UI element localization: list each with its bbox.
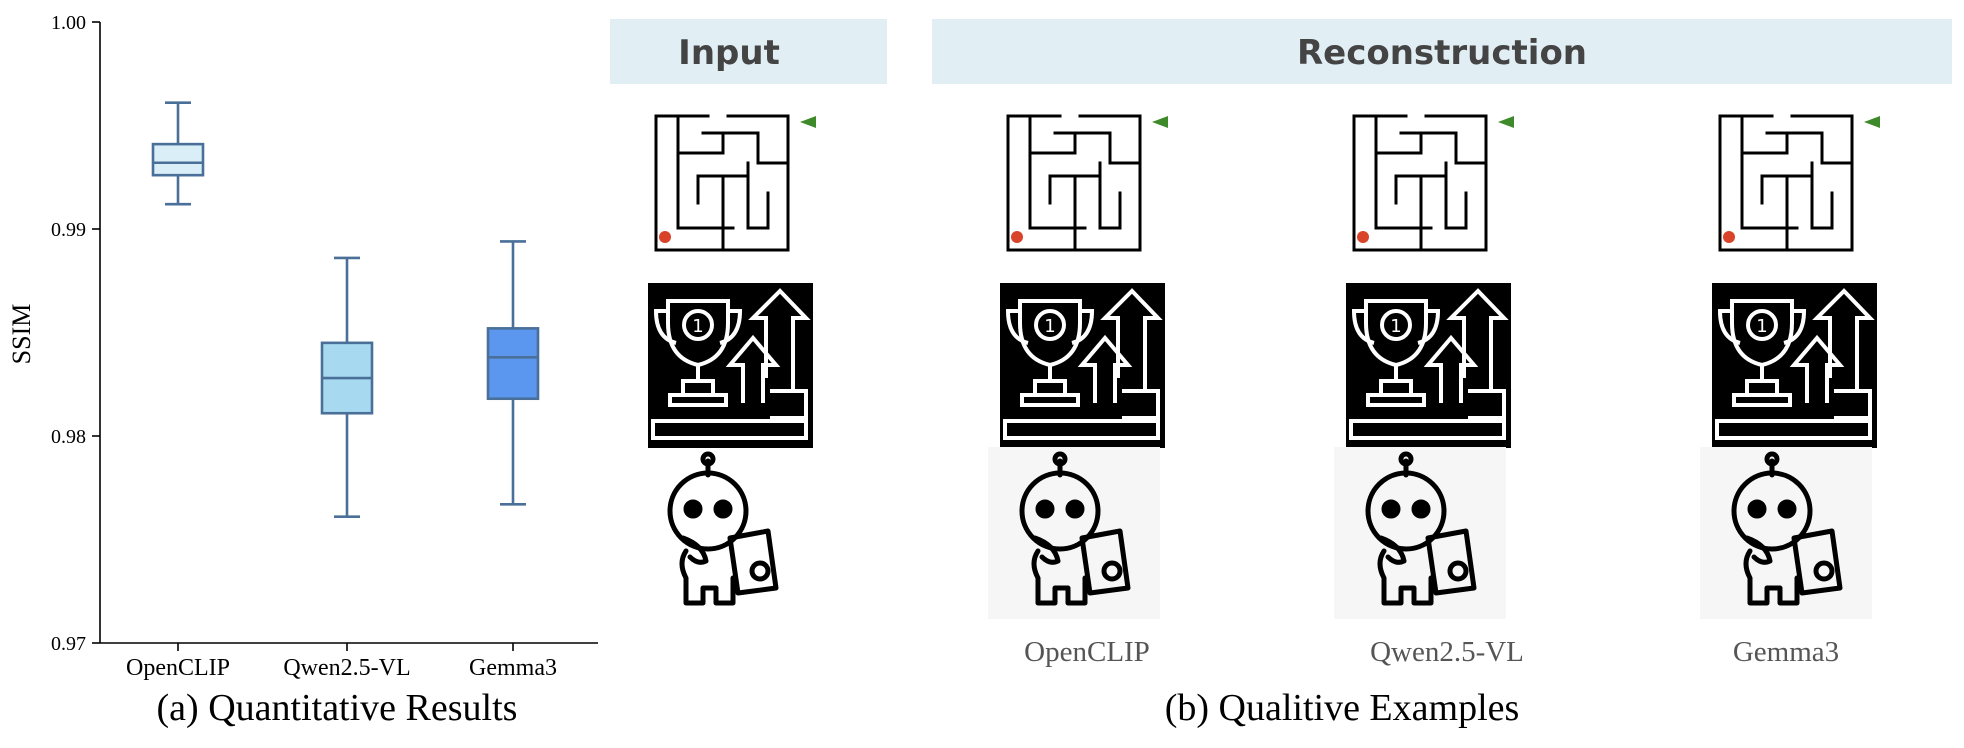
recon-bg [988, 447, 1160, 619]
y-tick-label: 0.99 [51, 219, 86, 241]
input-header: Input [678, 33, 780, 73]
y-tick-label: 0.98 [51, 426, 86, 448]
input-robot-image [670, 454, 776, 603]
box-qwen2-5-vl [320, 256, 374, 519]
column-label: Gemma3 [1733, 636, 1839, 668]
y-axis-label: SSIM [7, 304, 36, 365]
openclip-trophy-image [998, 281, 1167, 450]
openclip-robot-image [988, 447, 1160, 619]
gemma3-maze-image [1718, 114, 1882, 252]
x-tick-label: OpenCLIP [126, 655, 230, 681]
y-tick-label: 1.00 [51, 12, 86, 34]
openclip-maze-image [1006, 114, 1170, 252]
maze-icon [1006, 114, 1170, 252]
x-tick-labels: OpenCLIP Qwen2.5-VL Gemma3 [126, 643, 557, 681]
box-iqr [151, 142, 205, 177]
gemma3-trophy-image [1710, 281, 1879, 450]
box-plot-panel: 1.00 0.99 0.98 0.97 SSIM OpenCLIP Qwen2.5-VL… [7, 12, 598, 729]
column-label: OpenCLIP [1024, 636, 1150, 668]
qwen2-5-vl-robot-image [1334, 447, 1506, 619]
image-grid [646, 114, 1882, 619]
y-ticks: 1.00 0.99 0.98 0.97 [51, 12, 100, 655]
qualitative-panel: Input Reconstruction [610, 19, 1952, 729]
box-iqr [486, 327, 540, 401]
reconstruction-header-bg [932, 19, 1952, 84]
x-tick-label: Gemma3 [469, 655, 557, 681]
caption-b: (b) Qualitive Examples [1165, 687, 1520, 729]
qwen2-5-vl-maze-image [1352, 114, 1516, 252]
caption-a: (a) Quantitative Results [157, 687, 518, 729]
column-labels: OpenCLIP Qwen2.5-VL Gemma3 [1024, 636, 1839, 668]
trophy-icon [1344, 281, 1513, 450]
recon-bg [1334, 447, 1506, 619]
box-openclip [151, 101, 205, 206]
maze-icon [654, 114, 818, 252]
input-header-bg [610, 19, 887, 84]
qwen2-5-vl-trophy-image [1344, 281, 1513, 450]
maze-icon [1352, 114, 1516, 252]
recon-bg [1700, 447, 1872, 619]
input-maze-image [654, 114, 818, 252]
gemma3-robot-image [1700, 447, 1872, 619]
maze-icon [1718, 114, 1882, 252]
trophy-icon [646, 281, 815, 450]
input-trophy-image [646, 281, 815, 450]
x-tick-label: Qwen2.5-VL [283, 655, 410, 681]
box-gemma3 [486, 240, 540, 506]
robot-icon [670, 454, 776, 603]
reconstruction-header: Reconstruction [1297, 33, 1587, 73]
trophy-icon [1710, 281, 1879, 450]
column-label: Qwen2.5-VL [1370, 636, 1524, 668]
y-tick-label: 0.97 [51, 633, 86, 655]
boxes [151, 101, 540, 519]
trophy-icon [998, 281, 1167, 450]
